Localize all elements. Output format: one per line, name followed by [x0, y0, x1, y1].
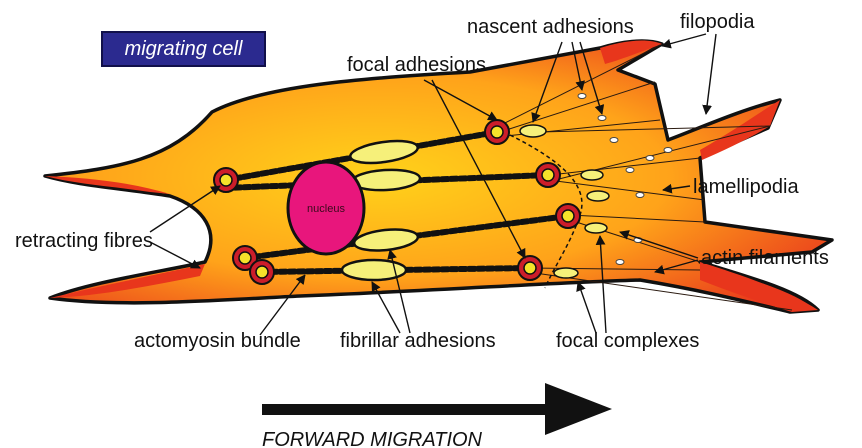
label-filopodia: filopodia [680, 11, 755, 33]
focal-adhesion-rear-bottom-2 [250, 260, 274, 284]
label-lamellipodia: lamellipodia [693, 176, 799, 198]
label-fibrillar-adhesions: fibrillar adhesions [340, 330, 496, 352]
label-focal-complexes: focal complexes [556, 330, 699, 352]
nucleus-label: nucleus [307, 203, 345, 215]
label-nascent-adhesions: nascent adhesions [467, 16, 634, 38]
focal-adhesion-front-1 [485, 120, 509, 144]
focal-adhesion-front-3 [556, 204, 580, 228]
focal-adhesion-front-4 [518, 256, 542, 280]
label-retracting-fibres: retracting fibres [15, 230, 153, 252]
label-forward-migration: FORWARD MIGRATION [262, 429, 483, 448]
label-actin-filaments: actin filaments [701, 247, 829, 269]
label-focal-adhesions: focal adhesions [347, 54, 486, 76]
forward-migration-arrow [262, 383, 612, 435]
focal-adhesion-front-2 [536, 163, 560, 187]
label-actomyosin-bundle: actomyosin bundle [134, 330, 301, 352]
